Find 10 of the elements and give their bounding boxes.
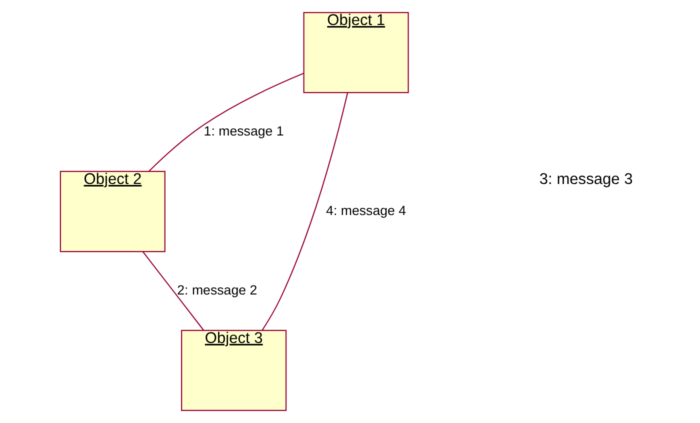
- connector: [148, 72, 304, 172]
- node-box: Object 2: [59, 170, 165, 252]
- edge-label: 1: message 1: [203, 123, 284, 138]
- connector: [261, 92, 348, 331]
- edge-label: 2: message 2: [176, 282, 257, 298]
- connector: [142, 251, 204, 330]
- node-box: Object 3: [180, 330, 286, 411]
- label: 3: message 3: [538, 170, 632, 188]
- edge-label: 4: message 4: [326, 202, 406, 218]
- node-box: Object 1: [302, 12, 408, 94]
